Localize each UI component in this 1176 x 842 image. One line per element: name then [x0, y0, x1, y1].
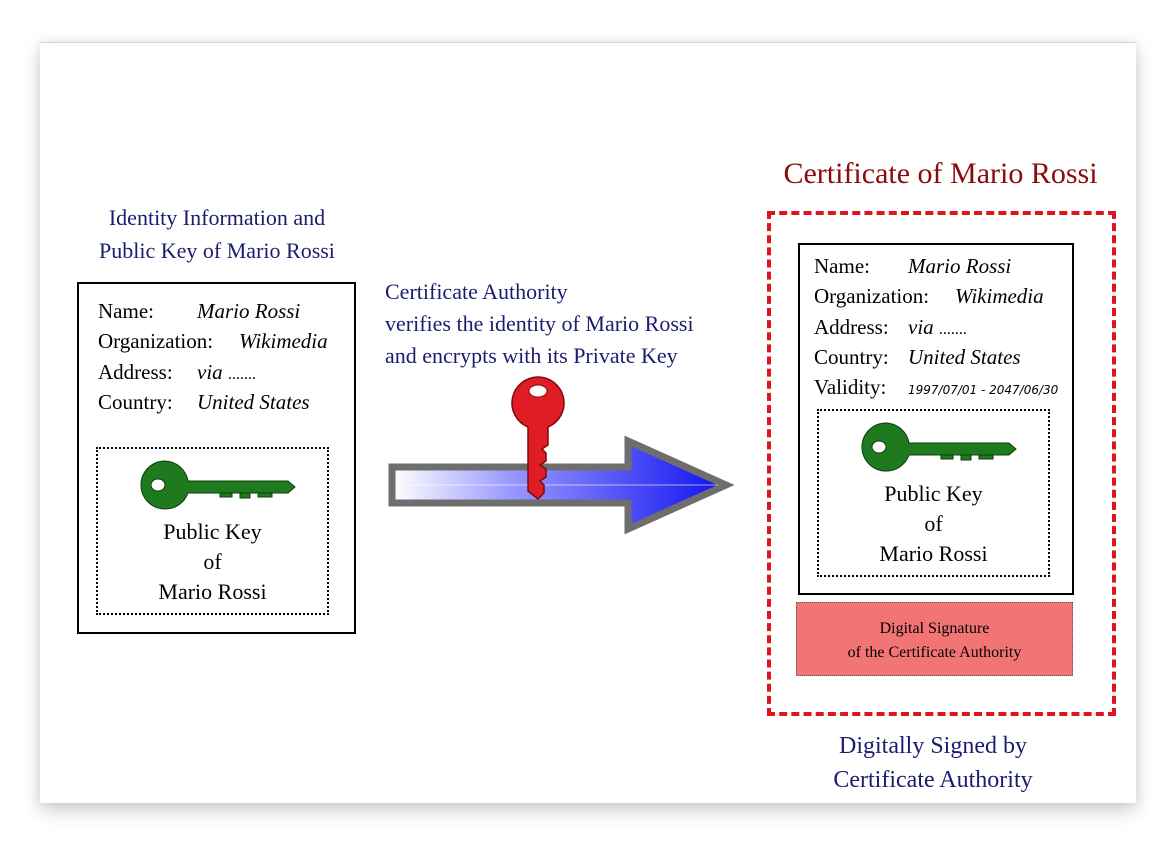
red-private-key-icon	[511, 376, 565, 501]
id-country-value: United States	[197, 390, 310, 414]
cert-address-value: via	[908, 315, 934, 339]
id-address-row: Address: via .......	[98, 360, 256, 385]
cert-name-label: Name:	[814, 254, 870, 278]
diagram-canvas: Identity Information and Public Key of M…	[40, 42, 1136, 803]
cert-address-dots: .......	[938, 321, 967, 338]
left-title: Identity Information and Public Key of M…	[82, 201, 352, 267]
cert-country-label: Country:	[814, 345, 889, 369]
cert-address-label: Address:	[814, 315, 889, 339]
cert-org-row: Organization: Wikimedia	[814, 284, 1044, 309]
cert-org-value: Wikimedia	[955, 284, 1044, 308]
signed-by-caption: Digitally Signed by Certificate Authorit…	[788, 729, 1078, 797]
signature-line1: Digital Signature	[879, 620, 990, 637]
digital-signature-box: Digital Signature of the Certificate Aut…	[796, 602, 1073, 676]
cert-name-row: Name: Mario Rossi	[814, 254, 1011, 279]
id-name-value: Mario Rossi	[197, 299, 301, 323]
id-pk-line1: Public Key	[163, 519, 262, 544]
cert-name-value: Mario Rossi	[908, 254, 1012, 278]
identity-box: Name:Mario Rossi Organization:Wikimedia …	[77, 282, 356, 634]
cert-validity-value: 1997/07/01 - 2047/06/30	[908, 383, 1059, 397]
id-name-label: Name:	[98, 299, 154, 323]
cert-validity-label: Validity:	[814, 375, 887, 399]
green-public-key-icon	[861, 422, 1017, 472]
cert-public-key-box: Public Key of Mario Rossi	[817, 409, 1050, 577]
id-address-dots: .......	[227, 366, 256, 383]
id-org-label: Organization:	[98, 329, 214, 353]
green-public-key-icon	[140, 460, 296, 510]
ca-line3: and encrypts with its Private Key	[385, 343, 678, 368]
ca-line2: verifies the identity of Mario Rossi	[385, 311, 694, 336]
id-public-key-box: Public Key of Mario Rossi	[96, 447, 329, 615]
signature-line2: of the Certificate Authority	[847, 644, 1022, 661]
signed-by-line1: Digitally Signed by	[839, 733, 1027, 759]
signed-by-line2: Certificate Authority	[833, 767, 1033, 793]
certificate-dashed-border	[767, 211, 1116, 716]
id-pk-line2: of	[203, 549, 222, 574]
id-public-key-text: Public Key of Mario Rossi	[98, 517, 327, 607]
certificate-identity-box: Name:Mario Rossi Organization:Wikimedia …	[798, 243, 1074, 595]
id-country-row: Country: United States	[98, 390, 310, 415]
cert-country-row: Country: United States	[814, 345, 1021, 370]
left-title-line1: Identity Information and	[108, 205, 326, 230]
cert-address-row: Address: via .......	[814, 315, 967, 340]
id-name-row: Name: Mario Rossi	[98, 299, 300, 324]
id-org-row: Organization: Wikimedia	[98, 329, 328, 354]
certificate-title: Certificate of Mario Rossi	[783, 157, 1098, 190]
cert-pk-line1: Public Key	[884, 481, 983, 506]
id-org-value: Wikimedia	[239, 329, 328, 353]
blue-arrow	[388, 435, 734, 535]
cert-country-value: United States	[908, 345, 1021, 369]
left-title-line2: Public Key of Mario Rossi	[99, 238, 335, 263]
id-address-label: Address:	[98, 360, 173, 384]
cert-pk-line3: Mario Rossi	[879, 541, 988, 566]
cert-pk-line2: of	[924, 511, 943, 536]
id-country-label: Country:	[98, 390, 173, 414]
id-address-value: via	[197, 360, 223, 384]
cert-validity-row: Validity: 1997/07/01 - 2047/06/30	[814, 375, 1058, 400]
ca-description: Certificate Authority verifies the ident…	[385, 276, 765, 372]
cert-org-label: Organization:	[814, 284, 930, 308]
ca-line1: Certificate Authority	[385, 279, 568, 304]
id-pk-line3: Mario Rossi	[158, 579, 267, 604]
cert-public-key-text: Public Key of Mario Rossi	[819, 479, 1048, 569]
